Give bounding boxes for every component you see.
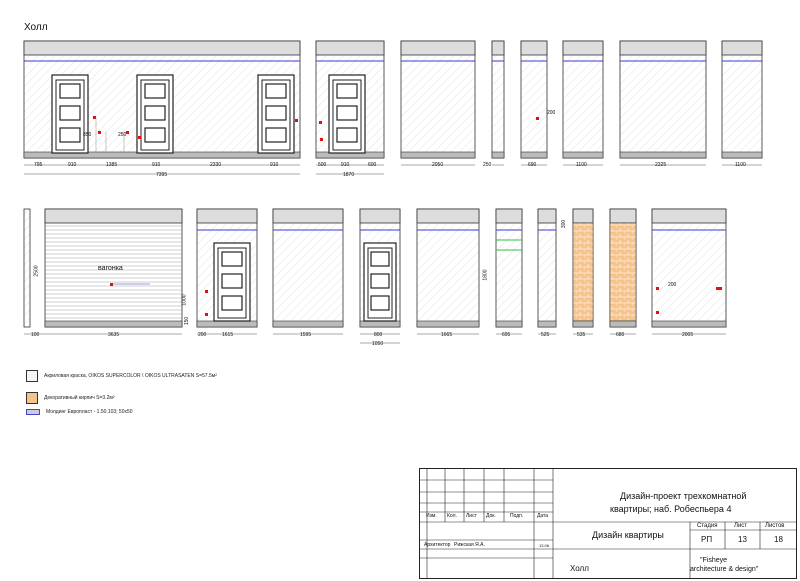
title-block-grid — [419, 468, 797, 579]
header-list: Лист — [466, 513, 477, 519]
bottom-row — [23, 208, 727, 344]
dim-label: 800 — [374, 332, 383, 338]
header-kol: Кол. — [447, 513, 457, 519]
wall-panel — [416, 208, 480, 328]
person-name: Рижская Я.А. — [454, 542, 485, 548]
dim-label: 1595 — [300, 332, 312, 338]
legend-brick-label: Декоративный кирпич S=3.2м² — [44, 395, 115, 401]
dim-label: 1050 — [372, 341, 384, 347]
legend-molding: Молдинг Европласт - 1.50.103; 50х50 — [26, 409, 133, 415]
dim-label: 2325 — [655, 162, 667, 168]
dim-label: 2005 — [682, 332, 694, 338]
molding-swatch — [26, 409, 40, 415]
company-line1: "Fisheye — [700, 557, 727, 564]
header-podp: Подп. — [510, 513, 524, 519]
dim-label: 525 — [541, 332, 550, 338]
sheets-label: Листов — [765, 523, 785, 529]
dim-label: 680 — [616, 332, 625, 338]
dim-label: 910 — [152, 162, 161, 168]
stage-label: Стадия — [697, 523, 718, 529]
legend-brick: Декоративный кирпич S=3.2м² — [26, 392, 114, 404]
wall-panel — [651, 208, 727, 328]
dim-label: 3635 — [108, 332, 120, 338]
page-title: Холл — [24, 22, 48, 33]
title-block — [419, 468, 797, 579]
paint-swatch — [26, 370, 38, 382]
wall-panel — [44, 208, 183, 328]
wall-panel — [619, 40, 707, 159]
dim-label: 250 — [483, 162, 492, 168]
sheet-label: Лист — [734, 523, 748, 529]
role-label: Архитектор — [424, 542, 451, 548]
wall-panel — [721, 40, 763, 159]
dim-label: 910 — [341, 162, 350, 168]
dim-label: 1615 — [222, 332, 234, 338]
legend-molding-label: Молдинг Европласт - 1.50.103; 50х50 — [46, 409, 133, 415]
vagonka-label: вагонка — [98, 265, 123, 272]
door — [257, 74, 295, 154]
brick-swatch — [26, 392, 38, 404]
project-title-line2: квартиры; наб. Робеспьера 4 — [610, 504, 732, 514]
dim-label: 795 — [34, 162, 43, 168]
wall-panel — [272, 208, 344, 328]
door — [51, 74, 89, 154]
door — [136, 74, 174, 154]
dim-label: 150 — [184, 316, 191, 326]
dim-label: 695 — [502, 332, 511, 338]
wall-panel — [520, 40, 548, 159]
dim-label: 2050 — [432, 162, 444, 168]
dim-label: 200 — [668, 282, 677, 288]
dim-label: 1870 — [343, 172, 355, 178]
dim-label: 910 — [270, 162, 279, 168]
dim-label: 250 — [118, 132, 127, 138]
dim-label: 1100 — [576, 162, 587, 168]
wall-panel — [359, 208, 401, 328]
stage-value: РП — [701, 535, 713, 544]
legend-paint: Акриловая краска, OIKOS SUPERCOLOR \ OIK… — [26, 370, 217, 382]
dim-label: 690 — [528, 162, 537, 168]
legend-paint-label: Акриловая краска, OIKOS SUPERCOLOR \ OIK… — [44, 373, 217, 379]
wall-panel — [315, 40, 385, 159]
wall-panel — [196, 208, 258, 328]
dim-label: 500 — [318, 162, 327, 168]
wall-panel — [537, 208, 557, 328]
sheet-name: Холл — [570, 564, 589, 573]
dim-label: 200 — [198, 332, 207, 338]
wall-panel — [491, 40, 505, 159]
dim-label: 1800 — [482, 269, 489, 281]
dim-label: 2500 — [33, 265, 40, 277]
dim-label: 600 — [368, 162, 377, 168]
dim-label: 7395 — [156, 172, 168, 178]
brick-panel — [572, 208, 594, 328]
header-dok: Док. — [486, 513, 496, 519]
wall-panel — [562, 40, 604, 159]
date-value: 13.06. — [539, 543, 551, 548]
company-line2: architecture & design" — [690, 566, 759, 573]
dim-label: 535 — [577, 332, 586, 338]
header-data: Дата — [537, 513, 549, 519]
section-title: Дизайн квартиры — [592, 530, 664, 540]
wall-panel — [495, 208, 523, 328]
sheets-value: 18 — [774, 535, 783, 544]
brick-panel — [609, 208, 637, 328]
sheet-value: 13 — [738, 535, 747, 544]
dim-label: 1385 — [106, 162, 118, 168]
dim-label: 1665 — [441, 332, 453, 338]
dim-label: 910 — [68, 162, 77, 168]
top-row — [23, 40, 763, 175]
dim-label: 1000 — [181, 294, 188, 306]
header-izm: Изм. — [426, 513, 437, 519]
dim-label: 850 — [83, 132, 92, 138]
project-title-line1: Дизайн-проект трехкомнатной — [620, 491, 747, 501]
dim-label: 2330 — [210, 162, 222, 168]
wall-panel — [400, 40, 476, 159]
dim-label: 200 — [547, 110, 556, 116]
dim-label: 100 — [31, 332, 40, 338]
dim-label: 1100 — [735, 162, 746, 168]
dim-label: 300 — [561, 219, 568, 229]
